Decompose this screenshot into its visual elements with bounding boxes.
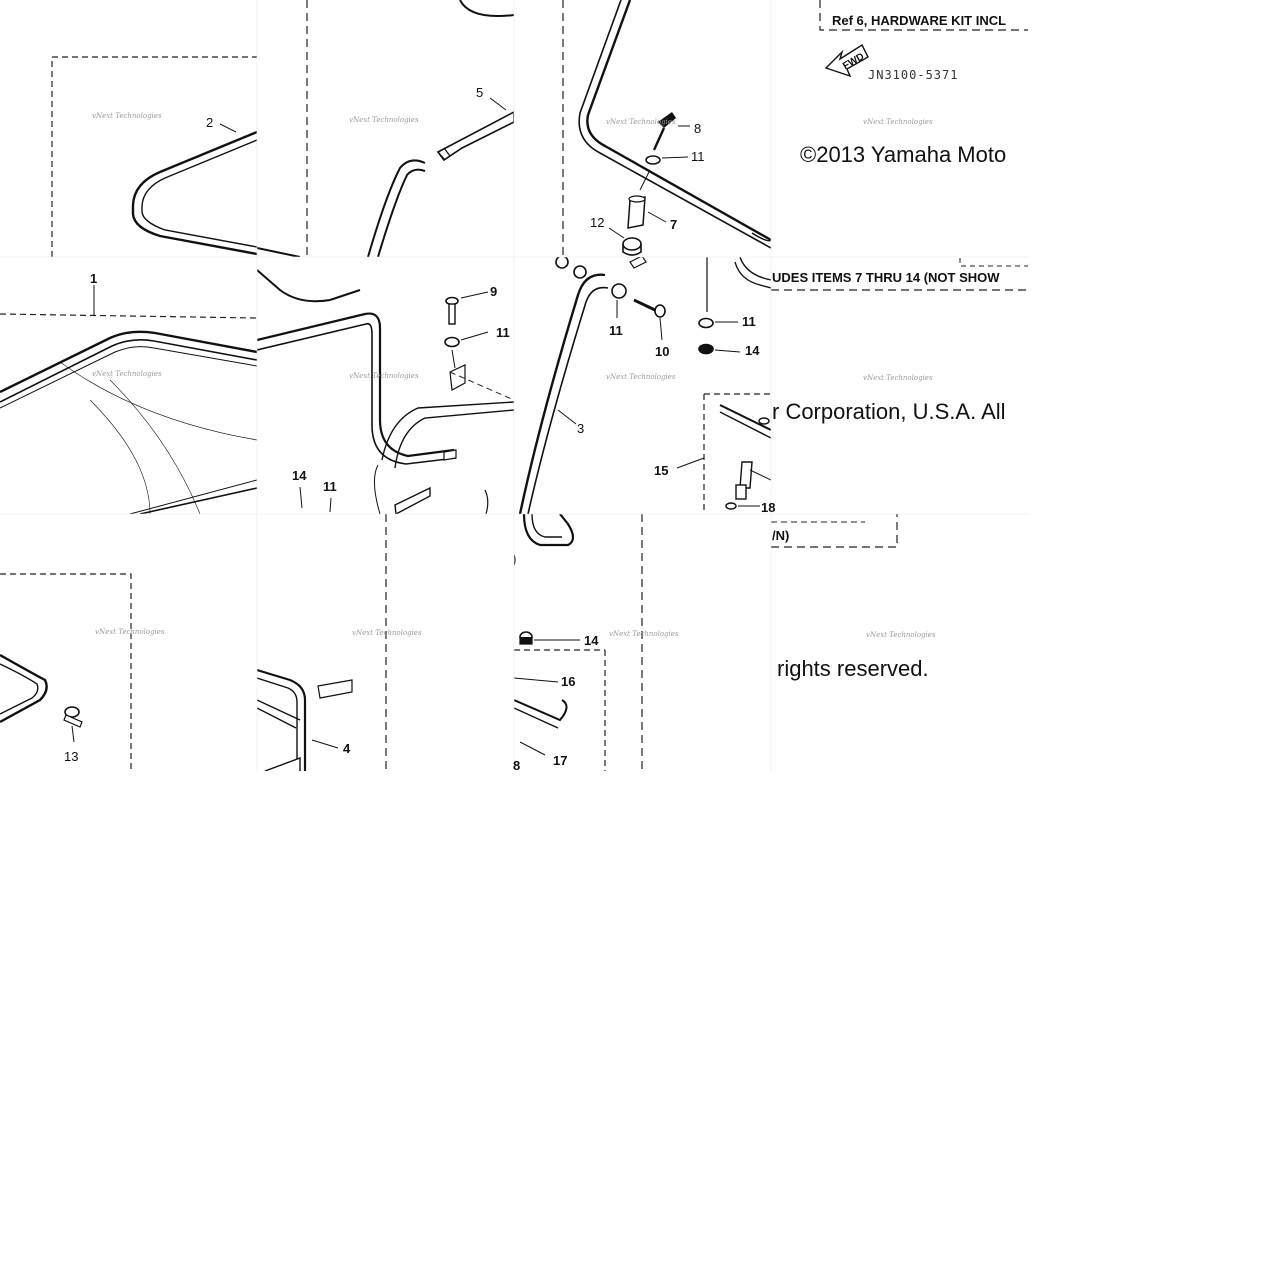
- hardware-note-top: Ref 6, HARDWARE KIT INCL: [832, 13, 1006, 28]
- watermark: vNext Technologies: [95, 628, 165, 636]
- tile-r1-c2: [518, 257, 771, 514]
- tile-r1-c3: [771, 258, 1028, 291]
- callout-15: 15: [654, 463, 668, 478]
- callout-10: 10: [655, 344, 669, 359]
- watermark: vNext Technologies: [863, 118, 933, 126]
- watermark: vNext Technologies: [609, 630, 679, 638]
- watermark: vNext Technologies: [866, 631, 936, 639]
- watermark: vNext Technologies: [352, 629, 422, 637]
- callout-8-bottom: 8: [513, 758, 520, 773]
- tile-r2-c1: [257, 514, 387, 771]
- callout-labels: 2 5 8 11 12 7 1 9 11 11 10 11 14 3 15 14…: [64, 85, 775, 773]
- callout-11-left: 11: [323, 479, 337, 494]
- callout-1: 1: [90, 271, 97, 286]
- watermark: vNext Technologies: [349, 116, 419, 124]
- callout-12: 12: [590, 215, 604, 230]
- copyright-line-2: r Corporation, U.S.A. All: [772, 399, 1006, 424]
- nut-13: [63, 706, 83, 728]
- callout-14-right: 14: [745, 343, 760, 358]
- fwd-label: FWD: [841, 51, 866, 72]
- cap-nut-14: [519, 631, 533, 645]
- callout-7: 7: [670, 217, 677, 232]
- watermark: vNext Technologies: [606, 118, 676, 126]
- callout-8-top: 8: [694, 121, 701, 136]
- callout-11-top: 11: [691, 149, 705, 164]
- tile-r0-c0: [51, 56, 257, 257]
- watermark: vNext Technologies: [349, 372, 419, 380]
- copyright-line-1: ©2013 Yamaha Moto: [800, 142, 1006, 167]
- callout-2: 2: [206, 115, 213, 130]
- fwd-arrow-icon: [824, 43, 869, 78]
- watermark: vNext Technologies: [92, 112, 162, 120]
- callout-11-center: 11: [609, 323, 623, 338]
- callout-5: 5: [476, 85, 483, 100]
- tile-r0-c1: [257, 0, 514, 257]
- tile-r2-c0: [0, 573, 132, 771]
- copyright-line-3: rights reserved.: [777, 656, 929, 681]
- watermark: vNext Technologies: [606, 373, 676, 381]
- callout-18-top: 18: [761, 500, 775, 515]
- callout-9: 9: [490, 284, 497, 299]
- callout-4: 4: [343, 741, 351, 756]
- callout-17: 17: [553, 753, 567, 768]
- diagram-code: JN3100-5371: [868, 68, 958, 82]
- callout-3: 3: [577, 421, 584, 436]
- bolt-10: [633, 298, 666, 318]
- tile-r0-c3: [819, 0, 1028, 78]
- callout-14-left: 14: [292, 468, 307, 483]
- callout-16: 16: [561, 674, 575, 689]
- tile-r1-c1: [257, 269, 514, 514]
- watermarks: vNext Technologies vNext Technologies vN…: [92, 112, 936, 639]
- tile-r1-c0: [0, 285, 257, 514]
- tile-r0-c2: [562, 0, 771, 257]
- watermark: vNext Technologies: [92, 370, 162, 378]
- hardware-note-bottom: /N): [772, 528, 789, 543]
- callout-11-right: 11: [742, 314, 756, 329]
- callout-13: 13: [64, 749, 78, 764]
- tile-r2-c2: [514, 514, 643, 771]
- tile-seams: [0, 0, 1028, 771]
- callout-11-mid: 11: [496, 325, 510, 340]
- bolt-9: [445, 296, 459, 325]
- watermark: vNext Technologies: [863, 374, 933, 382]
- callout-14-bottom: 14: [584, 633, 599, 648]
- hardware-note-mid: UDES ITEMS 7 THRU 14 (NOT SHOW: [772, 270, 1000, 285]
- tile-r2-c3: [771, 514, 898, 548]
